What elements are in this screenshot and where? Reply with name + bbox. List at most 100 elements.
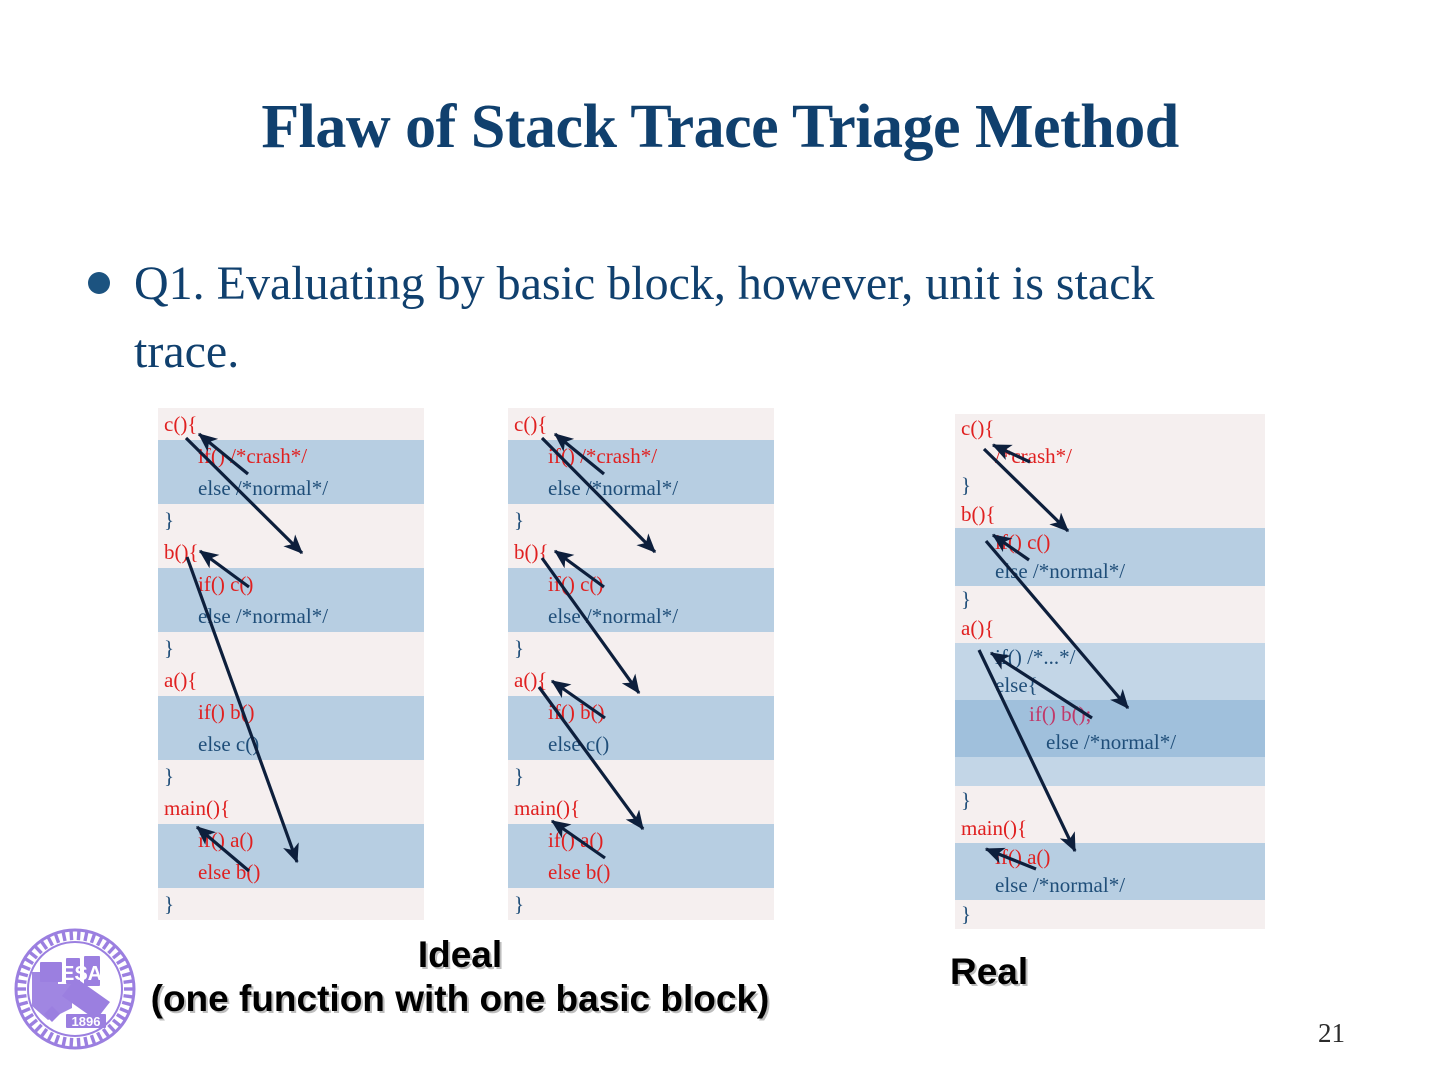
code-token: else b() xyxy=(198,859,261,884)
code-row: if() c() xyxy=(158,568,424,600)
code-row: if() b() xyxy=(508,696,774,728)
code-token: } xyxy=(961,901,972,926)
code-token: c(){ xyxy=(961,415,995,440)
code-token: main(){ xyxy=(164,795,231,820)
code-token: a(){ xyxy=(164,667,198,692)
code-token: /*crash*/ xyxy=(230,443,308,468)
code-row: else /*normal*/ xyxy=(955,871,1265,901)
code-row: } xyxy=(508,504,774,536)
code-token: } xyxy=(514,635,525,660)
code-token: b(){ xyxy=(514,539,549,564)
code-token: else b() xyxy=(548,859,611,884)
code-row: } xyxy=(158,888,424,920)
code-row: if() a() xyxy=(158,824,424,856)
code-row: } xyxy=(955,471,1265,500)
code-token: else c() xyxy=(198,731,260,756)
code-block-ideal-2: c(){if() /*crash*/else /*normal*/}b(){if… xyxy=(508,408,774,920)
code-token: } xyxy=(514,763,525,788)
seal-letters-text: ESA xyxy=(61,963,102,985)
code-token: else c() xyxy=(548,731,610,756)
code-row: else c() xyxy=(508,728,774,760)
code-row: if() b() xyxy=(158,696,424,728)
code-token: b(){ xyxy=(961,501,996,526)
code-token: a(){ xyxy=(961,615,995,640)
seal-year-text: 1896 xyxy=(72,1014,101,1029)
code-row: } xyxy=(508,632,774,664)
code-row: a(){ xyxy=(508,664,774,696)
code-token: } xyxy=(961,472,972,497)
code-row: if() c() xyxy=(955,528,1265,557)
code-token xyxy=(961,761,966,782)
code-row: else /*normal*/ xyxy=(955,556,1265,586)
code-token: a(){ xyxy=(514,667,548,692)
page-number: 21 xyxy=(1318,1018,1345,1048)
code-token: else /*normal*/ xyxy=(198,603,329,628)
code-row: } xyxy=(955,585,1265,615)
code-token: else /*normal*/ xyxy=(995,873,1126,898)
code-row: } xyxy=(955,900,1265,929)
code-token: if() c() xyxy=(198,571,254,596)
code-token: } xyxy=(961,587,972,612)
code-row: b(){ xyxy=(955,499,1265,529)
code-row: if() /*...*/ xyxy=(955,642,1265,672)
code-row: if() /*crash*/ xyxy=(158,440,424,472)
code-row: a(){ xyxy=(955,614,1265,643)
code-token: if() a() xyxy=(198,827,254,852)
bullet-list-item: Q1. Evaluating by basic block, however, … xyxy=(88,250,1318,386)
code-row: a(){ xyxy=(158,664,424,696)
code-token: c(){ xyxy=(164,411,198,436)
code-token: /*crash*/ xyxy=(995,444,1072,469)
page-title: Flaw of Stack Trace Triage Method xyxy=(261,93,1179,161)
university-seal-logo: 1896 ESA xyxy=(14,928,136,1050)
code-row: c(){ xyxy=(955,414,1265,443)
code-row: else{ xyxy=(955,671,1265,700)
caption-ideal: Ideal (one function with one basic block… xyxy=(150,934,770,1019)
code-row: else c() xyxy=(158,728,424,760)
code-token: /*crash*/ xyxy=(580,443,658,468)
code-token: main(){ xyxy=(514,795,581,820)
bullet-dot-icon xyxy=(88,272,110,294)
code-token: } xyxy=(164,635,175,660)
code-row: c(){ xyxy=(508,408,774,440)
code-row: main(){ xyxy=(158,792,424,824)
code-row: if() c() xyxy=(508,568,774,600)
code-row: if() /*crash*/ xyxy=(508,440,774,472)
code-block-ideal-1: c(){if() /*crash*/else /*normal*/}b(){if… xyxy=(158,408,424,920)
code-token: if() c() xyxy=(548,571,604,596)
code-row: if() b(); xyxy=(955,699,1265,729)
code-row: b(){ xyxy=(508,536,774,568)
code-token: else /*normal*/ xyxy=(548,475,679,500)
code-token: if() b() xyxy=(548,699,605,724)
code-token: if() a() xyxy=(995,844,1051,869)
code-token: } xyxy=(514,891,525,916)
code-row: } xyxy=(955,785,1265,815)
code-token: else /*normal*/ xyxy=(995,558,1126,583)
code-token: else{ xyxy=(995,673,1038,698)
code-row: } xyxy=(158,504,424,536)
code-row: } xyxy=(508,888,774,920)
code-row: } xyxy=(158,632,424,664)
code-row: else /*normal*/ xyxy=(508,600,774,632)
code-token: if() /*...*/ xyxy=(995,644,1076,669)
code-row: else b() xyxy=(158,856,424,888)
code-token: else /*normal*/ xyxy=(1046,730,1177,755)
code-token: b(){ xyxy=(164,539,199,564)
code-row: else /*normal*/ xyxy=(158,600,424,632)
code-token: else /*normal*/ xyxy=(198,475,329,500)
code-token: } xyxy=(164,763,175,788)
bullet-text: Q1. Evaluating by basic block, however, … xyxy=(134,257,1155,378)
code-token: } xyxy=(961,787,972,812)
code-block-real: c(){/*crash*/}b(){if() c()else /*normal*… xyxy=(955,414,1265,929)
code-row: main(){ xyxy=(955,814,1265,843)
code-row: else /*normal*/ xyxy=(508,472,774,504)
code-token: if() xyxy=(198,443,231,468)
code-row: b(){ xyxy=(158,536,424,568)
code-token: } xyxy=(164,891,175,916)
code-token: else /*normal*/ xyxy=(548,603,679,628)
code-token: if() b(); xyxy=(1029,701,1092,726)
code-token: if() xyxy=(548,443,581,468)
caption-real: Real xyxy=(950,951,1029,992)
code-token: if() a() xyxy=(548,827,604,852)
code-token: main(){ xyxy=(961,816,1028,841)
code-token: c(){ xyxy=(514,411,548,436)
